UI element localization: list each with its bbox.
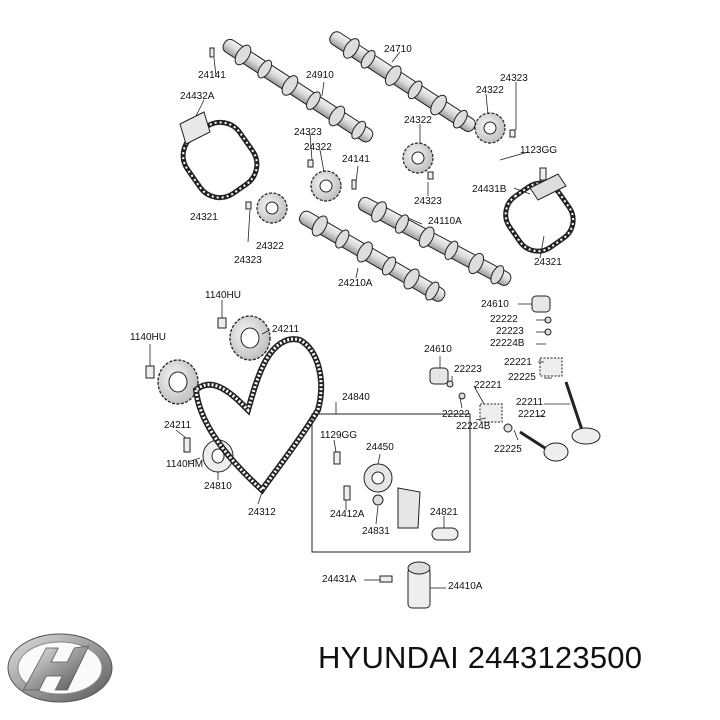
- label-24322: 24322: [476, 85, 504, 96]
- label-22212: 22212: [518, 409, 546, 420]
- camshaft-24710: [329, 31, 476, 132]
- bolts: [145, 317, 393, 583]
- label-24211: 24211: [272, 324, 300, 335]
- label-22224B: 22224B: [456, 421, 491, 432]
- label-22221: 22221: [504, 357, 532, 368]
- label-24210A: 24210A: [338, 278, 373, 289]
- pulley-24211: [157, 315, 271, 405]
- label-24321: 24321: [534, 257, 562, 268]
- label-24211: 24211: [164, 420, 192, 431]
- label-24323: 24323: [500, 73, 528, 84]
- camshaft-24110A: [357, 196, 512, 286]
- label-22222: 22222: [490, 314, 518, 325]
- label-24431A: 24431A: [322, 574, 357, 585]
- label-22222: 22222: [442, 409, 470, 420]
- timing-belt-24312: [192, 336, 325, 495]
- label-24710: 24710: [384, 44, 412, 55]
- label-24323: 24323: [294, 127, 322, 138]
- chain-guide-24432A: [179, 111, 211, 145]
- label-24323: 24323: [234, 255, 262, 266]
- label-24323: 24323: [414, 196, 442, 207]
- label-24322: 24322: [256, 241, 284, 252]
- valvetrain: [429, 295, 601, 462]
- label-24312: 24312: [248, 507, 276, 518]
- camshaft-24210A: [298, 210, 446, 302]
- label-24610: 24610: [481, 299, 509, 310]
- camshaft-24910: [222, 38, 374, 143]
- label-24141: 24141: [198, 70, 226, 81]
- tensioner-assembly-box: [311, 413, 471, 553]
- label-24110A: 24110A: [428, 216, 462, 227]
- label-24412A: 24412A: [330, 509, 365, 520]
- label-22221: 22221: [474, 380, 502, 391]
- leader-lines: [149, 51, 570, 589]
- label-1140HM: 1140HM: [166, 459, 204, 470]
- label-24141: 24141: [342, 154, 370, 165]
- label-1123GG: 1123GG: [520, 145, 558, 156]
- auto-tensioner-24410A: [407, 561, 431, 609]
- label-24322: 24322: [404, 115, 432, 126]
- label-22225: 22225: [508, 372, 536, 383]
- label-24810: 24810: [204, 481, 232, 492]
- label-1140HU: 1140HU: [205, 290, 241, 301]
- chain-tensioner-24431B: [529, 167, 567, 201]
- sprocket-24322: [256, 112, 506, 224]
- label-1129GG: 1129GG: [320, 430, 358, 441]
- label-24831: 24831: [362, 526, 390, 537]
- label-24432A: 24432A: [180, 91, 215, 102]
- label-22224B: 22224B: [490, 338, 525, 349]
- timing-chain-24321: [180, 119, 576, 254]
- label-1140HU: 1140HU: [130, 332, 166, 343]
- label-24431B: 24431B: [472, 184, 507, 195]
- label-24321: 24321: [190, 212, 218, 223]
- label-22223: 22223: [496, 326, 524, 337]
- label-24410A: 24410A: [448, 581, 483, 592]
- part-number-caption: HYUNDAI 2443123500: [318, 640, 643, 675]
- label-22225: 22225: [494, 444, 522, 455]
- hyundai-logo-icon: [7, 633, 113, 703]
- label-24910: 24910: [306, 70, 334, 81]
- label-22223: 22223: [454, 364, 482, 375]
- label-22211: 22211: [516, 397, 544, 408]
- label-24610: 24610: [424, 344, 452, 355]
- pins-24323: [209, 47, 516, 210]
- label-24840: 24840: [342, 392, 370, 403]
- label-24450: 24450: [366, 442, 394, 453]
- label-24322: 24322: [304, 142, 332, 153]
- label-24821: 24821: [430, 507, 458, 518]
